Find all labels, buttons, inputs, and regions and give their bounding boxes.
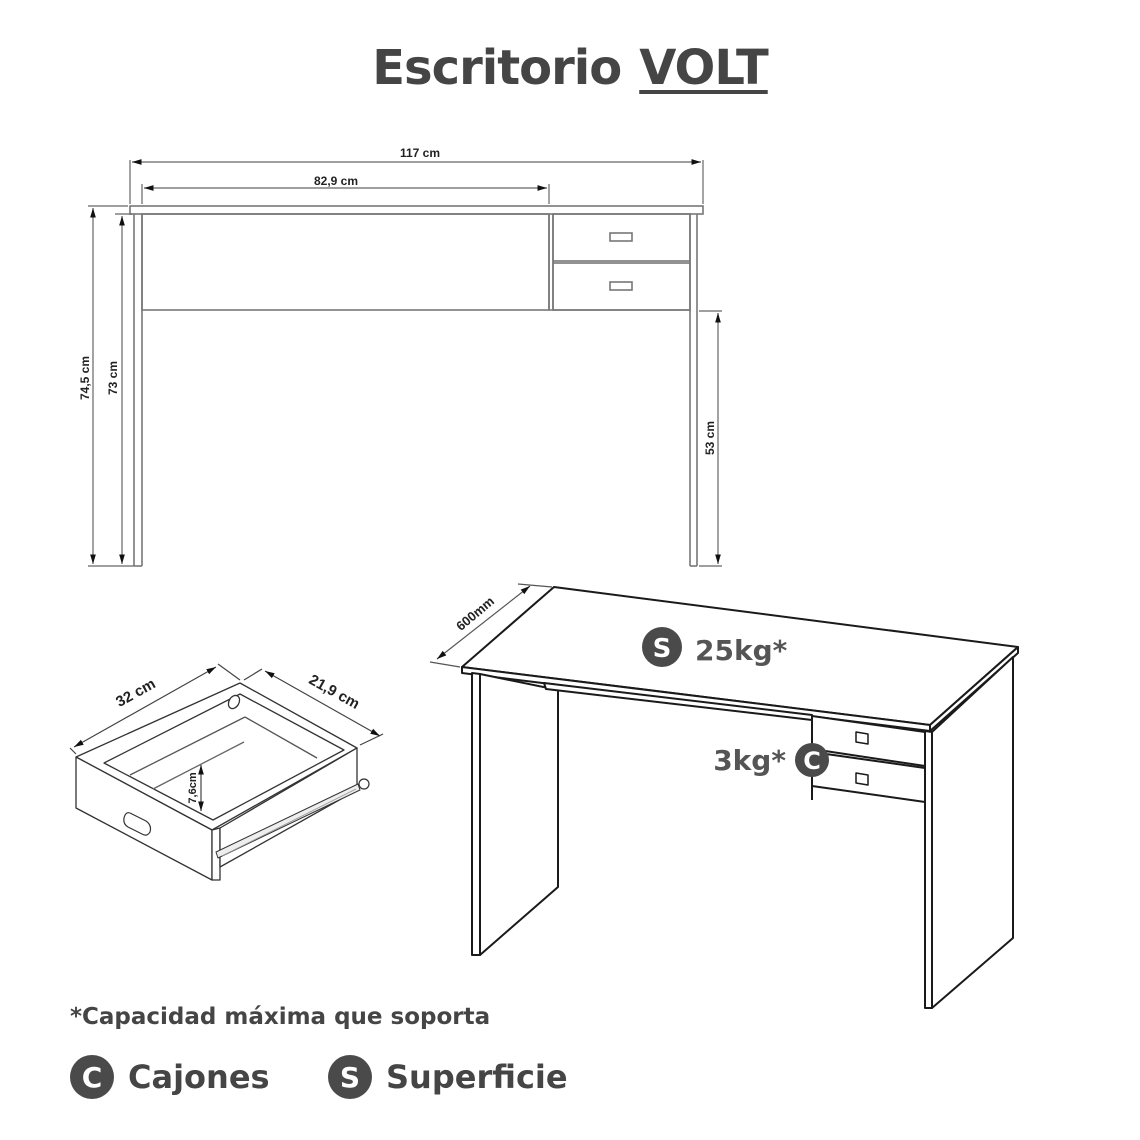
capacity-footnote: *Capacidad máxima que soporta bbox=[70, 1004, 491, 1030]
dim-drawer-height: 7,6cm bbox=[187, 772, 199, 803]
drawer-handle-icon bbox=[609, 281, 633, 291]
surface-capacity: S 25kg* bbox=[642, 627, 788, 667]
front-drawer-top bbox=[552, 213, 691, 262]
legend-item-cajones: C Cajones bbox=[70, 1052, 270, 1102]
dim-width-open: 82,9 cm bbox=[314, 174, 358, 188]
rail-wheel-icon bbox=[358, 778, 370, 790]
legend-label-superficie: Superficie bbox=[386, 1058, 568, 1096]
title-model: VOLT bbox=[639, 40, 768, 96]
front-view-desk bbox=[129, 205, 704, 567]
drawer-capacity: C 3kg* bbox=[713, 743, 829, 777]
dim-height-total: 74,5 cm bbox=[78, 356, 92, 400]
drawer-handle-icon bbox=[855, 731, 869, 745]
drawer-pull-icon bbox=[123, 812, 152, 836]
drawer-handle-icon bbox=[609, 232, 633, 242]
dim-drawer-width: 32 cm bbox=[113, 675, 158, 710]
surface-capacity-value: 25kg* bbox=[695, 634, 788, 667]
front-view-dimensions bbox=[88, 159, 722, 567]
dim-width-total: 117 cm bbox=[400, 146, 440, 160]
drawer-detail bbox=[75, 682, 370, 881]
dim-drawer-depth: 21,9 cm bbox=[306, 671, 362, 713]
svg-text:S: S bbox=[653, 634, 672, 664]
dim-depth: 600mm bbox=[453, 593, 497, 633]
drawer-detail-dimensions bbox=[69, 663, 384, 811]
cajones-badge-icon: C bbox=[70, 1055, 114, 1099]
title-prefix: Escritorio bbox=[372, 40, 622, 96]
drawer-capacity-value: 3kg* bbox=[713, 744, 786, 777]
perspective-desk bbox=[461, 586, 1019, 1009]
legend-item-superficie: S Superficie bbox=[328, 1052, 568, 1102]
svg-text:C: C bbox=[803, 747, 821, 775]
drawer-badge-icon bbox=[795, 743, 829, 777]
perspective-depth-dimension bbox=[429, 583, 553, 668]
cable-hole-icon bbox=[227, 694, 241, 710]
dim-height-body: 73 cm bbox=[106, 361, 120, 395]
page-title: Escritorio VOLT bbox=[0, 40, 1140, 96]
superficie-badge-icon: S bbox=[328, 1055, 372, 1099]
surface-badge-icon bbox=[642, 627, 682, 667]
front-drawer-bottom bbox=[552, 262, 691, 311]
dim-leg-clearance: 53 cm bbox=[703, 421, 717, 455]
drawer-handle-icon bbox=[855, 772, 869, 786]
legend-label-cajones: Cajones bbox=[128, 1058, 270, 1096]
